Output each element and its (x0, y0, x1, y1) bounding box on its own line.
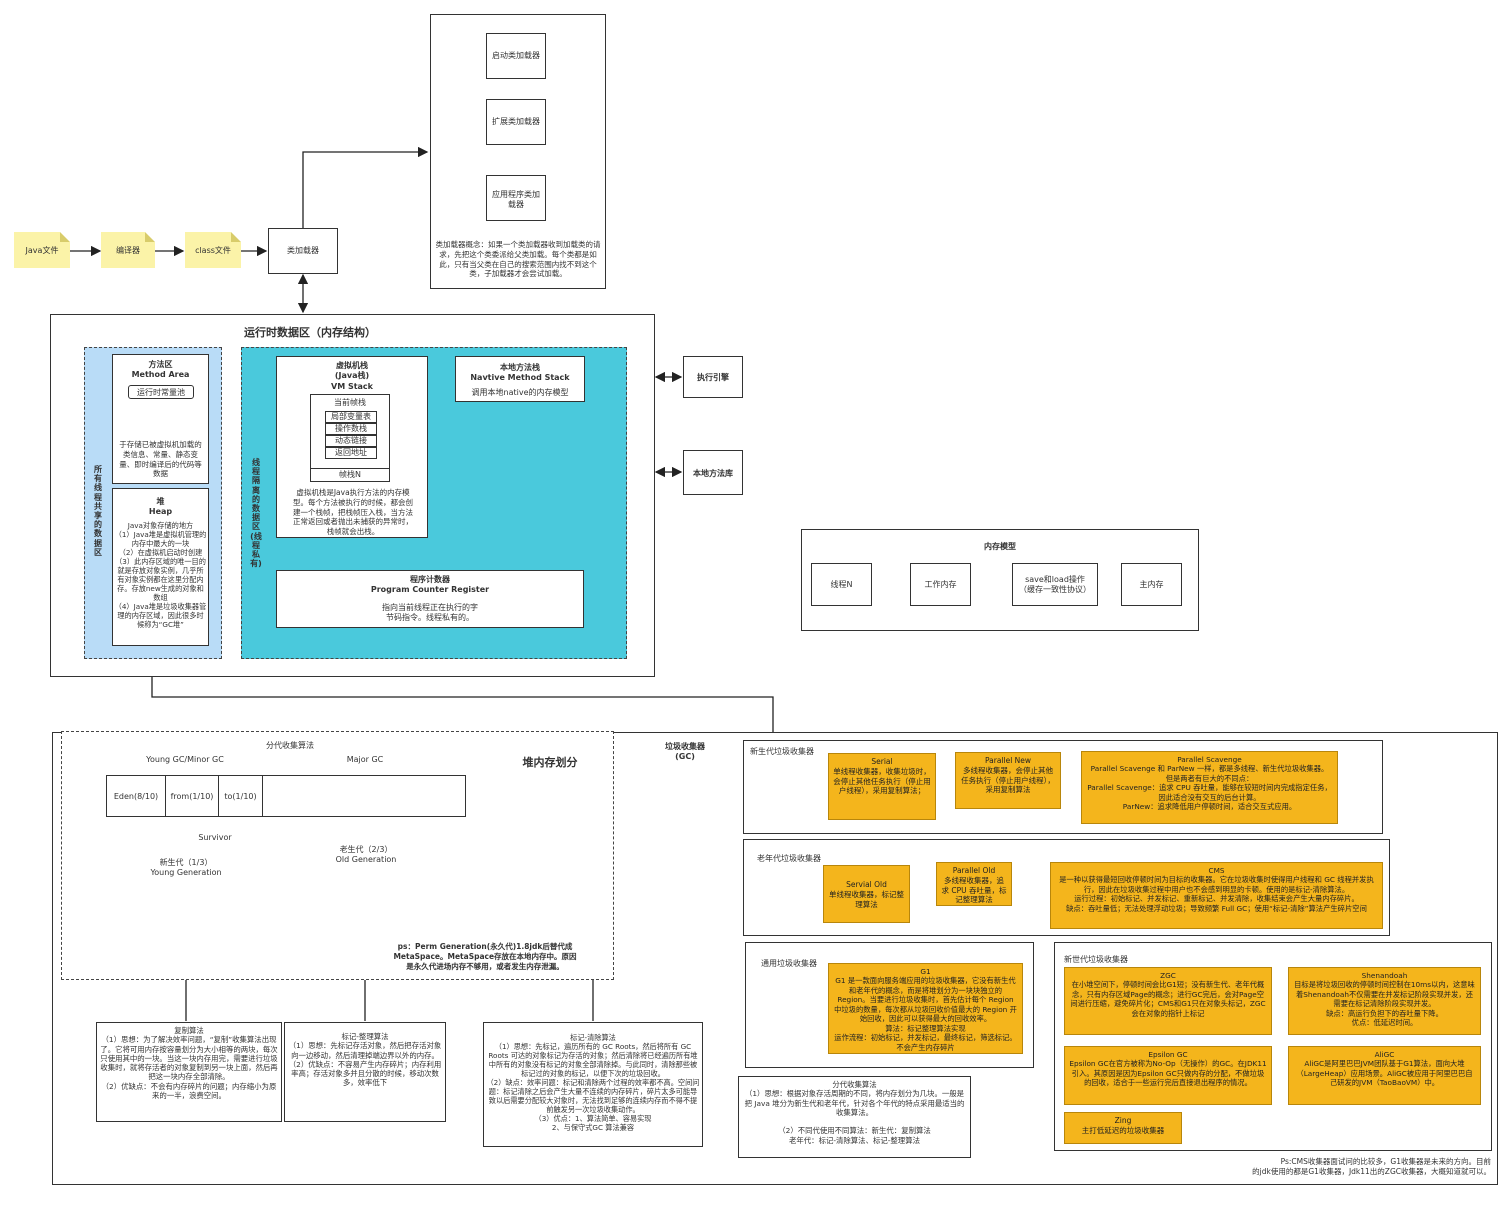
native-lib-box (683, 450, 743, 495)
serial-old-collector: Servial Old 单线程收集器，标记整理算法 (823, 865, 910, 923)
gen-algo-label: 分代收集算法 (250, 740, 330, 751)
new-gc-section-label: 新世代垃圾收集器 (1064, 955, 1128, 964)
exec-engine-box (683, 356, 743, 398)
young-gc-section-label: 新生代垃圾收集器 (750, 747, 814, 756)
frame-item-operand (325, 423, 377, 435)
frame-item-dynlink-label: 动态链接 (335, 436, 367, 445)
copy-algo-box (96, 1022, 282, 1122)
mark-sweep-box (483, 1022, 703, 1147)
aligc-collector: AliGC AliGC是阿里巴巴JVM团队基于G1算法，面向大堆（LargeHe… (1288, 1046, 1481, 1105)
epsilon-collector: Epsilon GC Epsilon GC在官方被称为No-Op（无操作）的GC… (1064, 1046, 1272, 1105)
from-label: from(1/10) (170, 792, 214, 801)
mark-compact-text: 标记-整理算法 （1）思想：先标记存活对象，然后把存活对象向一边移动，然后清理掉… (288, 1032, 442, 1088)
native-stack-desc: 调用本地native的内存模型 (471, 388, 569, 397)
frame-item-operand-label: 操作数栈 (335, 424, 367, 433)
app-loader-box (486, 175, 546, 221)
java-file-note: Java文件 (14, 232, 70, 268)
cms-collector: CMS 是一种以获得最短回收停顿时间为目标的收集器。它在垃圾收集时使得用户线程和… (1050, 862, 1383, 929)
perm-gen-note: ps：Perm Generation(永久代)1.8jdk后替代成MetaSpa… (393, 942, 577, 971)
pc-register-title: 程序计数器 Program Counter Register (370, 575, 490, 595)
main-memory-label: 主内存 (1139, 580, 1164, 589)
working-memory-label: 工作内存 (924, 580, 957, 589)
native-stack-title: 本地方法栈 Navtive Method Stack (470, 363, 570, 383)
gc-title: 垃圾收集器 (GC) (665, 742, 705, 762)
parnew-collector: Parallel New 多线程收集器，会停止其他任务执行（停止用户线程），采用… (955, 752, 1061, 809)
frame-item-locals (325, 411, 377, 423)
working-memory-box (910, 563, 971, 606)
survivor-label: Survivor (198, 833, 232, 842)
mark-sweep-text: 标记-清除算法 （1）思想：先标记，遍历所有的 GC Roots，然后将所有 G… (486, 1033, 700, 1132)
general-gc-section-label: 通用垃圾收集器 (761, 959, 817, 968)
from-cell (165, 775, 219, 817)
frame-item-return (325, 447, 377, 459)
generational-algo-box (738, 1076, 971, 1158)
save-load-box (1012, 563, 1098, 606)
method-area-title: 方法区 Method Area (131, 360, 190, 380)
class-loader-box (268, 228, 338, 274)
runtime-constant-pool (128, 385, 194, 399)
shenandoah-collector: Shenandoah 目标是将垃圾回收的停顿时间控制在10ms以内，这意味着Sh… (1288, 967, 1481, 1035)
thread-box (811, 563, 872, 606)
eden-cell (106, 775, 166, 817)
thread-label: 线程N (830, 580, 853, 589)
bootstrap-loader-label: 启动类加载器 (492, 51, 540, 60)
vm-stack-desc: 虚拟机栈是Java执行方法的内存模型。每个方法被执行的时候，都会创建一个栈帧，把… (293, 488, 413, 536)
frame-item-locals-label: 局部变量表 (331, 412, 371, 421)
copy-algo-text: 复制算法 （1）思想：为了解决效率问题，“复制”收集算法出现了。它将可用内存按容… (100, 1026, 278, 1100)
gc-ps-footer: Ps:CMS收集器面试问的比较多，G1收集器是未来的方向。目前 的jdk使用的都… (1252, 1157, 1491, 1176)
method-area-box (112, 354, 209, 484)
to-label: to(1/10) (224, 792, 257, 801)
generational-algo-text: 分代收集算法 （1）思想：根据对象存活周期的不同，将内存划分为几块。一般是把 J… (744, 1080, 965, 1145)
old-gen-cell (262, 775, 466, 817)
heap-box (112, 488, 209, 646)
frame-n-label: 帧栈N (339, 470, 361, 479)
serial-collector: Serial 单线程收集器，收集垃圾时，会停止其他任务执行（停止用户线程），采用… (828, 753, 936, 820)
heap-title: 堆 Heap (148, 497, 173, 517)
young-gen-label: 新生代（1/3） Young Generation (150, 858, 222, 878)
ext-loader-box (486, 99, 546, 145)
method-area-desc: 于存储已被虚拟机加载的类信息、常量、静态变量、即时编译后的代码等数据 (119, 440, 202, 479)
save-load-label: save和load操作 （缓存一致性协议） (1019, 575, 1091, 595)
class-loader-label: 类加载器 (287, 246, 319, 255)
loader-concept-text: 类加载器概念：如果一个类加载器收到加载类的请求，先把这个类委派给父类加载。每个类… (435, 240, 601, 279)
frame-n (310, 468, 390, 482)
class-file-note: class文件 (185, 232, 241, 268)
pc-register-desc: 指向当前线程正在执行的字节码指令。线程私有的。 (382, 603, 478, 623)
heap-desc: Java对象存储的地方 （1）Java堆是虚拟机管理的内存中最大的一块 （2）在… (114, 521, 207, 629)
mark-compact-box (284, 1022, 446, 1122)
g1-collector: G1 G1 是一款面向服务端应用的垃圾收集器，它没有新生代和老年代的概念，而是将… (828, 963, 1023, 1054)
old-gen-label: 老生代（2/3） Old Generation (335, 845, 397, 865)
runtime-constant-pool-label: 运行时常量池 (137, 388, 185, 397)
frame-item-dynlink (325, 435, 377, 447)
ext-loader-label: 扩展类加载器 (492, 117, 540, 126)
private-area-label: 线 程 隔 离 的 数 据 区 (线 程 私 有) (250, 458, 262, 569)
heap-division-title: 堆内存划分 (522, 756, 578, 769)
scavenge-collector: Parallel Scavenge Parallel Scavenge 和 Pa… (1081, 751, 1338, 824)
young-gc-label: Young GC/Minor GC (140, 755, 230, 764)
parallel-old-collector: Parallel Old 多线程收集器，追求 CPU 吞吐量，标记整理算法 (936, 862, 1012, 906)
major-gc-label: Major GC (340, 755, 390, 764)
compiler-note: 编译器 (101, 232, 155, 268)
pc-register-box (276, 570, 584, 628)
app-loader-label: 应用程序类加 载器 (492, 190, 540, 210)
bootstrap-loader-box (486, 33, 546, 79)
zing-collector: Zing 主打低延迟的垃圾收集器 (1064, 1112, 1182, 1144)
memory-model-title: 内存模型 (984, 542, 1016, 551)
native-lib-label: 本地方法库 (693, 469, 733, 478)
gc-container (52, 732, 1498, 1185)
main-memory-box (1121, 563, 1182, 606)
runtime-title: 运行时数据区（内存结构） (244, 326, 376, 339)
exec-engine-label: 执行引擎 (697, 373, 729, 382)
old-gc-section-label: 老年代垃圾收集器 (757, 854, 821, 863)
frame-item-return-label: 返回地址 (335, 448, 367, 457)
vm-stack-title: 虚拟机栈 (Java栈) VM Stack (331, 361, 373, 391)
current-frame-label: 当前帧栈 (334, 398, 366, 407)
zgc-collector: ZGC 在小堆空间下，停顿时间会比G1短；没有新生代、老年代概念，只有内存区域P… (1064, 967, 1272, 1035)
native-stack-box (455, 356, 585, 402)
shared-area-label: 所 有 线 程 共 享 的 数 据 区 (94, 465, 102, 557)
heap-division-area (61, 731, 614, 980)
eden-label: Eden(8/10) (113, 792, 159, 801)
